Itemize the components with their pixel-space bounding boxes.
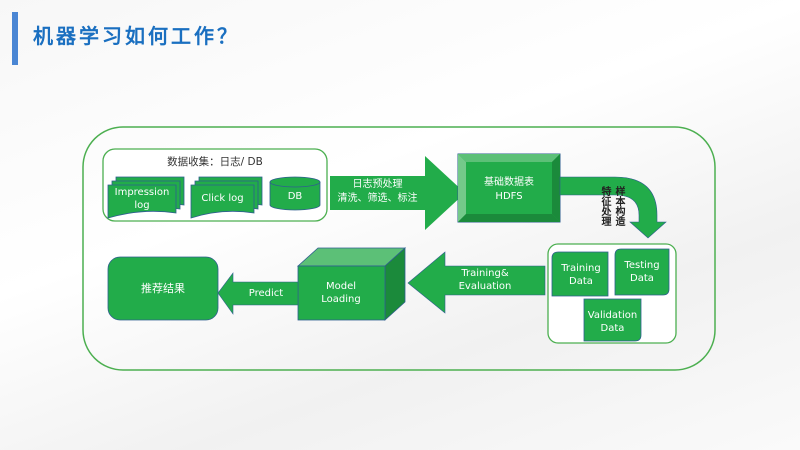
impression-log-shape bbox=[107, 176, 185, 219]
outer-frame bbox=[82, 126, 716, 371]
training-data-shape bbox=[551, 251, 609, 297]
validation-data-label: Validation Data bbox=[587, 310, 638, 334]
predict-label: Predict bbox=[248, 288, 284, 299]
data-collection-label: 数据收集：日志/ DB bbox=[167, 156, 263, 168]
hdfs-box-shape bbox=[457, 153, 561, 223]
preprocess-steps: 清洗、筛选、标注 bbox=[337, 193, 418, 204]
impression-log-label: Impression log bbox=[114, 187, 170, 211]
hdfs-label: HDFS bbox=[495, 191, 523, 202]
training-data-label: Training Data bbox=[561, 263, 601, 287]
model-loading-label: Model Loading bbox=[321, 281, 361, 305]
predict-arrow bbox=[217, 272, 299, 315]
hdfs-title: 基础数据表 bbox=[484, 177, 534, 188]
page-title: 机器学习如何工作？ bbox=[33, 24, 240, 48]
recommendation-result: 推荐结果 bbox=[141, 282, 185, 295]
title-accent-bar bbox=[12, 12, 18, 65]
click-log-shape bbox=[190, 176, 263, 219]
validation-data-shape bbox=[583, 298, 642, 342]
preprocess-arrow bbox=[330, 156, 465, 230]
testing-data-shape bbox=[614, 248, 670, 296]
curved-arrow bbox=[559, 176, 667, 239]
training-arrow bbox=[407, 251, 546, 314]
db-cylinder-shape bbox=[269, 176, 321, 211]
preprocess-title: 日志预处理 bbox=[352, 179, 403, 190]
training-evaluation-label: Training& Evaluation bbox=[458, 268, 512, 292]
sample-construct-label: 样本构造 bbox=[613, 186, 624, 226]
feature-process-label: 特征处理 bbox=[599, 186, 610, 226]
model-cube-shape bbox=[296, 247, 407, 321]
click-log-label: Click log bbox=[201, 193, 244, 204]
testing-data-label: Testing Data bbox=[624, 260, 660, 284]
db-label: DB bbox=[287, 191, 303, 202]
result-box-shape bbox=[107, 256, 219, 321]
